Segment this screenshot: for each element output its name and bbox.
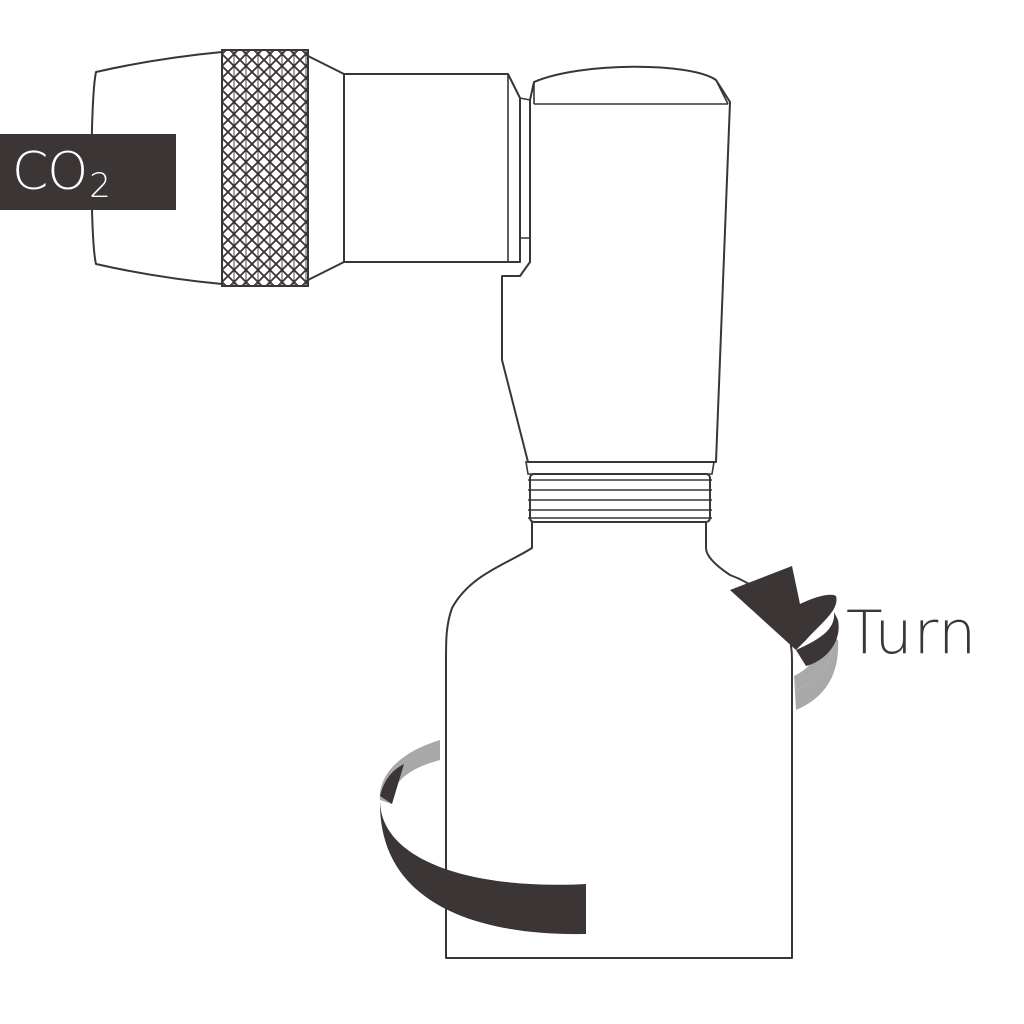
turn-arrow-icon [730,566,839,710]
knurled-collar [221,49,309,287]
co2-subscript: 2 [89,166,111,206]
inflator-head [501,65,731,463]
valve-nozzle [343,73,521,263]
co2-text: CO [12,142,88,202]
co2-label: CO2 [0,134,176,210]
turn-label: Turn [846,598,978,668]
co2-cartridge [445,519,793,959]
rotation-arrow-icon [379,740,586,935]
cartridge-threads [525,461,715,523]
